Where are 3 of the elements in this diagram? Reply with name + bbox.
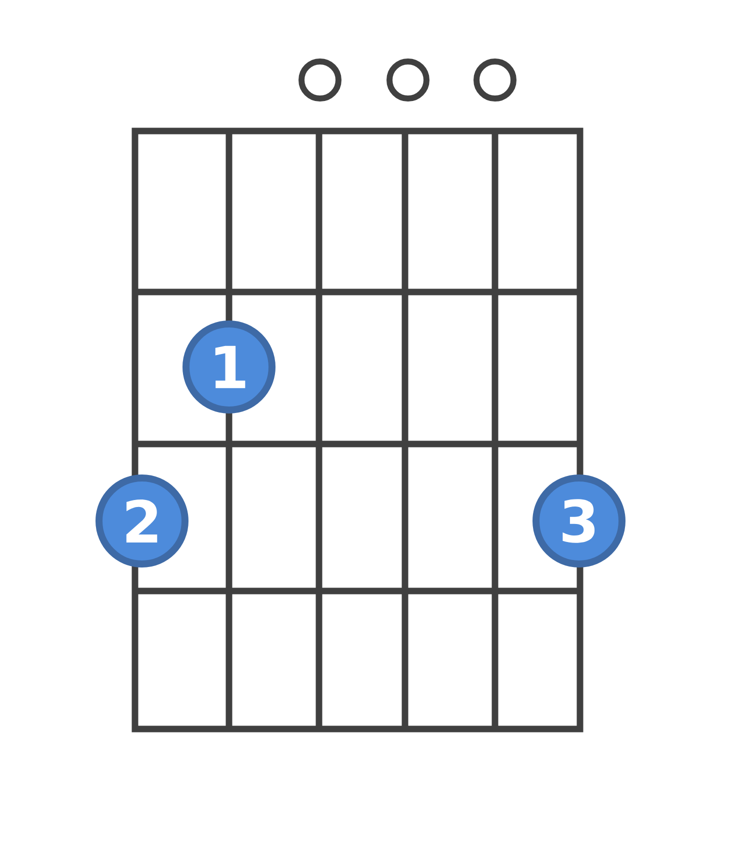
open-string-circle [474, 58, 516, 102]
open-string-circle [386, 58, 430, 102]
open-string-circle [298, 58, 342, 102]
